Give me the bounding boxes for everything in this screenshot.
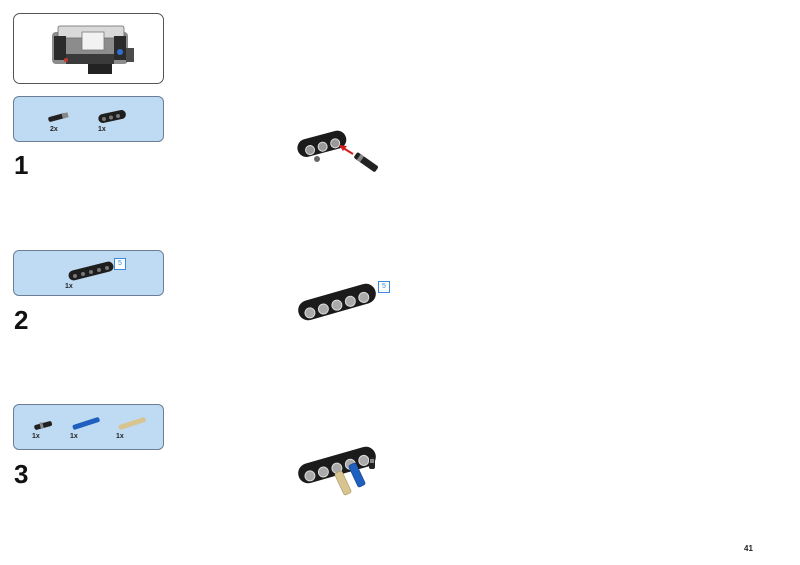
black-pin-icon — [34, 421, 53, 430]
page-number: 41 — [744, 544, 753, 553]
beam-3-icon — [98, 110, 126, 123]
step-1-part-1-qty: 2x — [50, 126, 58, 133]
step-1-part-2-qty: 1x — [98, 126, 106, 133]
model-overview-panel — [13, 13, 164, 84]
step-1-parts-box: 2x 1x — [13, 96, 164, 142]
tan-pin-icon — [118, 417, 146, 430]
beam-5-icon — [68, 261, 114, 281]
step-3-part-2-qty: 1x — [70, 433, 78, 440]
step-2-number: 2 — [14, 305, 29, 335]
step-1-assembly-image — [297, 130, 378, 172]
assembly-length-badge: 5 — [378, 281, 390, 293]
step-3-number: 3 — [14, 459, 29, 489]
step-1-number: 1 — [14, 150, 29, 180]
step-3-part-1-qty: 1x — [32, 433, 40, 440]
step-2-parts-box: 1x 5 — [13, 250, 164, 296]
step-3-part-3-qty: 1x — [116, 433, 124, 440]
step-3-parts-box: 1x 1x 1x — [13, 404, 164, 450]
axle-pin-icon — [48, 112, 69, 122]
ev3-brick-model-image — [52, 25, 134, 74]
step-2-length-badge: 5 — [114, 258, 126, 270]
step-3-assembly-image — [298, 446, 376, 496]
step-2-assembly-image — [298, 283, 376, 321]
step-2-part-1-qty: 1x — [65, 283, 73, 290]
blue-pin-icon — [72, 417, 100, 430]
